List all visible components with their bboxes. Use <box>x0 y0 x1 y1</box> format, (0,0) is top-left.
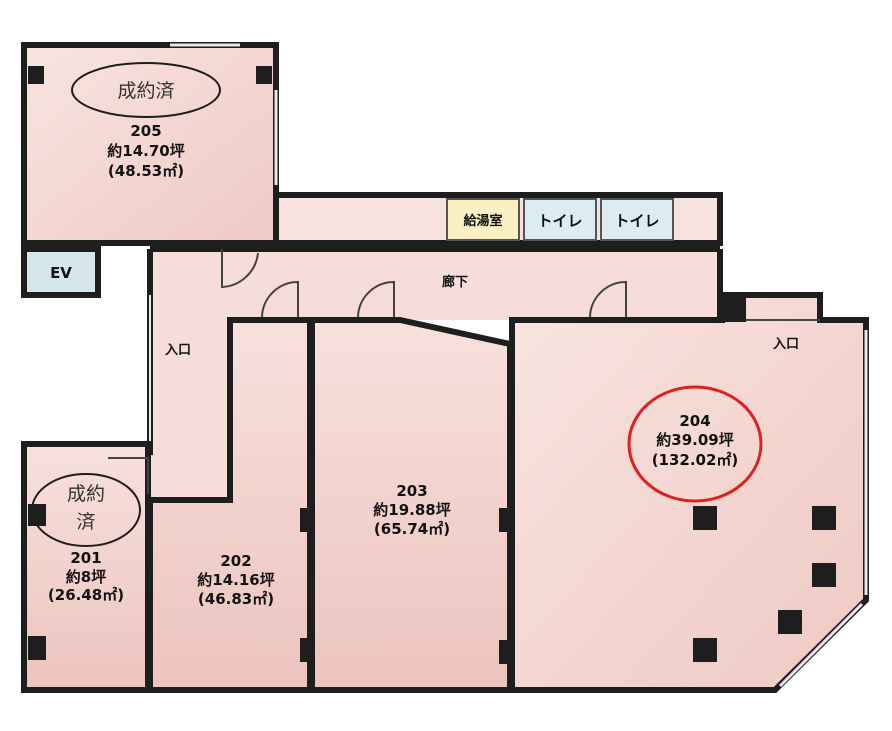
room-204-area <box>509 292 869 693</box>
toilet-label-1: トイレ <box>537 212 582 230</box>
room-tsubo-203: 約19.88坪 <box>373 501 450 519</box>
stamp-text-201-line2: 済 <box>76 511 95 533</box>
kitchenette-room <box>446 198 520 241</box>
room-number-205: 205 <box>130 122 161 140</box>
elevator-label: EV <box>50 264 72 282</box>
room-sqm-203: (65.74㎡) <box>374 520 450 538</box>
stamp-text-201-line1: 成約 <box>67 483 105 505</box>
room-tsubo-202: 約14.16坪 <box>197 571 274 589</box>
toilet-room-1 <box>523 198 597 241</box>
elevator <box>21 246 101 298</box>
corridor-label: 廊下 <box>442 274 468 290</box>
room-sqm-204: (132.02㎡) <box>652 451 739 469</box>
contracted-stamp-205 <box>71 62 221 118</box>
column <box>720 295 746 322</box>
toilet-room-2 <box>600 198 674 241</box>
entrance-label-left: 入口 <box>165 343 191 358</box>
door-swing <box>261 280 299 321</box>
elevator-area <box>21 246 101 298</box>
room-201 <box>21 441 151 693</box>
column <box>28 636 46 660</box>
room-205-area <box>21 42 279 246</box>
window <box>778 602 864 688</box>
stamp-text-205: 成約済 <box>117 80 174 102</box>
highlight-circle-204 <box>627 385 763 503</box>
kitchenette-label: 給湯室 <box>463 213 502 229</box>
room-sqm-202: (46.83㎡) <box>198 590 274 608</box>
contracted-stamp-201 <box>31 473 141 547</box>
room-tsubo-204: 約39.09坪 <box>656 431 733 449</box>
door-swing <box>357 280 395 321</box>
room-205 <box>21 42 279 246</box>
column <box>256 66 272 84</box>
room-tsubo-205: 約14.70坪 <box>107 142 184 160</box>
room-number-201: 201 <box>70 549 101 567</box>
column <box>812 563 836 587</box>
entrance-label-right: 入口 <box>773 337 799 352</box>
column <box>28 504 46 526</box>
toilet-label-2: トイレ <box>614 212 659 230</box>
column <box>28 66 44 84</box>
column <box>693 506 717 530</box>
hallway-strip <box>273 192 723 246</box>
room-sqm-205: (48.53㎡) <box>108 162 184 180</box>
door-swing <box>589 280 627 321</box>
column <box>778 610 802 634</box>
corridor <box>147 246 723 500</box>
room-sqm-201: (26.48㎡) <box>48 586 124 604</box>
column <box>693 638 717 662</box>
room-tsubo-201: 約8坪 <box>66 568 106 586</box>
column <box>812 506 836 530</box>
door-swing <box>221 249 259 289</box>
door-swing <box>108 457 149 494</box>
corridor-area <box>150 249 720 500</box>
room-204 <box>509 292 869 693</box>
room-number-204: 204 <box>679 412 710 430</box>
room-number-202: 202 <box>220 552 251 570</box>
room-number-203: 203 <box>396 482 427 500</box>
